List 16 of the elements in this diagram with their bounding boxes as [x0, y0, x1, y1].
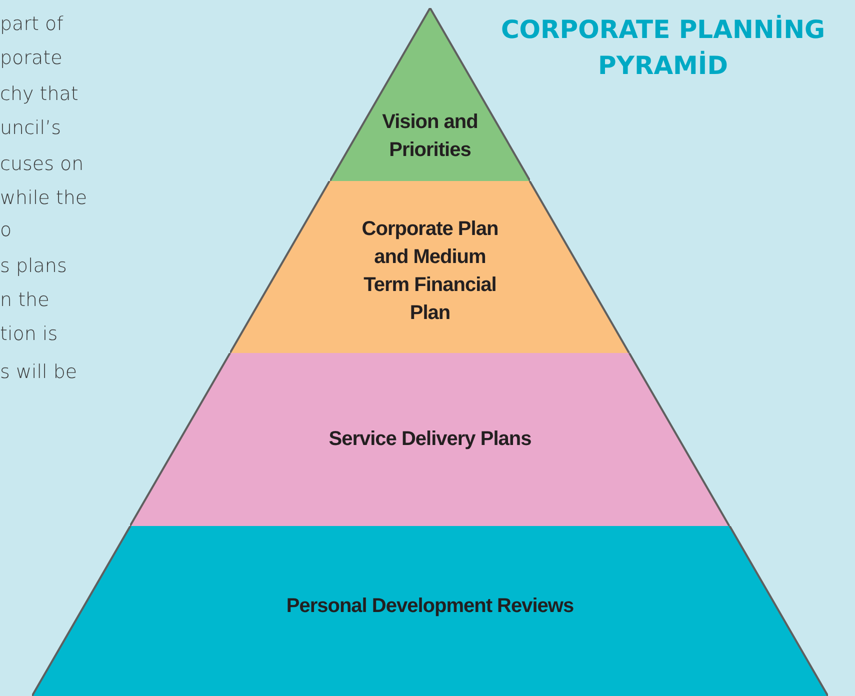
body-text-line: s plans	[0, 254, 67, 278]
body-text-line: while the	[0, 186, 88, 210]
body-text-line: porate	[0, 46, 62, 70]
tier-label: Service Delivery Plans	[328, 427, 532, 452]
body-text-line: tion is	[0, 322, 58, 346]
body-text-line: o	[0, 218, 12, 242]
title: CORPORATE PLANNİNG PYRAMİD	[500, 14, 826, 82]
tier-label: Personal Development Reviews	[286, 594, 574, 619]
tier-label: Corporate Plan and Medium Term Financial Plan	[360, 217, 500, 326]
body-text-line: s will be	[0, 360, 78, 384]
tier-label: Vision and Priorities	[381, 110, 479, 163]
body-text-line: chy that	[0, 82, 78, 106]
body-text-line: n the	[0, 288, 50, 312]
body-text-line: part of	[0, 12, 64, 36]
body-text-line: uncil’s	[0, 116, 62, 140]
body-text-line: cuses on	[0, 152, 84, 176]
